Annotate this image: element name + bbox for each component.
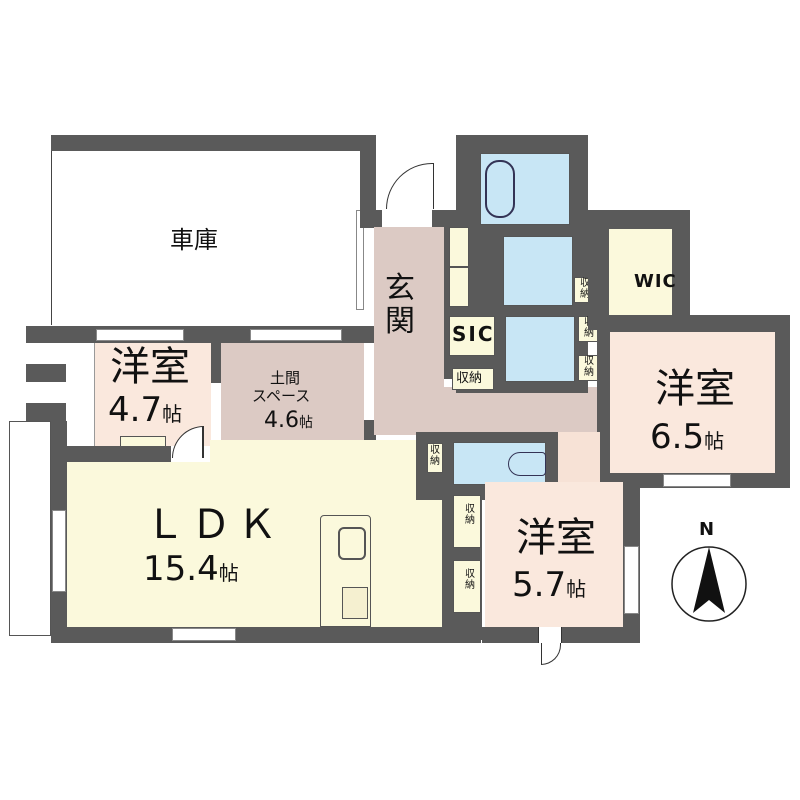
western-room-3-size: 5.7帖 [512,568,586,602]
western-room-2-size-unit: 帖 [704,429,725,453]
room65-south-window [663,474,731,487]
western-room-2-label: 洋室 [655,366,735,412]
washroom [503,236,573,306]
compass-north-label: N [699,519,715,540]
hall-storage[interactable] [452,368,494,390]
garage-room [51,151,360,325]
storage-room57-upper-label: 収 納 [465,504,475,526]
toilet-room-1 [505,316,575,382]
doma-size-unit: 帖 [299,415,313,431]
western-room-2-size-value: 6.5 [650,417,705,457]
ldk-label: ＬＤＫ [145,502,283,548]
wic-label: WIC [634,271,677,292]
cabinet-upper-re[interactable] [449,227,469,267]
ldk-entry [210,440,418,470]
west-wall-segment-3 [26,403,66,421]
cabinet-lower-re[interactable] [449,267,469,307]
western-room-1-label: 洋室 [110,344,190,390]
western-room-1-size: 4.7帖 [108,393,182,427]
toilet-icon [508,452,546,476]
western-room-2 [610,332,775,473]
sic-label-re: SIC [452,322,495,346]
storage-room57-lower-label: 収 納 [465,569,475,591]
western-room-3-size-unit: 帖 [566,577,587,601]
entrance-label: 玄関 [385,271,415,339]
western-room-3-size-value: 5.7 [512,565,567,605]
western-room-1-size-value: 4.7 [108,390,163,430]
entrance [374,227,444,387]
ldk-size-value: 15.4 [143,549,219,589]
hall-storage-label: 収納 [456,371,483,386]
ldk-north-wall [51,446,171,462]
western-room-2-size: 6.5帖 [650,420,724,454]
room57-door-swing[interactable] [541,643,561,665]
balcony-outline [9,421,51,636]
compass-icon [670,545,748,623]
storage-wet-1-label: 収 納 [580,278,590,300]
garage-label: 車庫 [170,226,218,254]
west-wall-segment-2 [26,364,66,382]
hallway [374,387,600,435]
storage-wet-3-label: 収 納 [584,356,594,378]
doma-label-line1: 土間 [270,369,301,387]
storage-ldk-label: 収 納 [430,445,440,467]
ldk-south-wall [51,627,481,643]
hallway-lower [558,432,600,482]
room57-east-window [624,546,639,614]
doma-size: 4.6帖 [264,410,313,432]
garage-wall-top [51,135,376,151]
doma-size-value: 4.6 [264,408,299,433]
ldk-size: 15.4帖 [143,552,239,586]
ldk-west-window [52,510,66,592]
ldk-size-unit: 帖 [218,561,239,585]
doma-north-window [250,329,342,341]
room57-south-door[interactable] [538,627,562,643]
entrance-north-wall-right [432,210,458,228]
ldk [67,462,442,627]
western-room-1-size-unit: 帖 [162,402,183,426]
room1-north-window [96,329,184,341]
stove-icon [342,587,368,619]
compass-arrow-icon [671,546,747,622]
garage-wall-left-stub [51,135,67,151]
storage-room57-upper[interactable] [453,495,481,548]
doma-label-line2: スペース [252,387,311,405]
western-room-3-label: 洋室 [516,515,596,561]
wic[interactable] [609,229,672,330]
room1-east-wall [211,343,221,383]
entrance-north-wall-left [360,210,382,228]
sic-closet-re[interactable] [449,316,495,356]
garage-wall-right [360,135,376,213]
closet-area [67,343,95,446]
sink-icon [338,527,366,560]
ldk-south-window [172,628,236,641]
western-room-3 [485,482,623,627]
bathtub-icon [485,160,515,218]
storage-ldk[interactable] [427,443,443,473]
storage-room57-lower[interactable] [453,560,481,613]
